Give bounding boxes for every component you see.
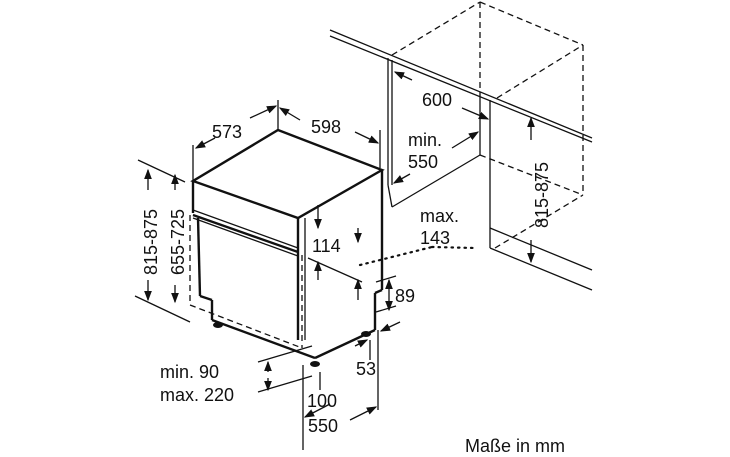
label-niche-depth-min: min.	[408, 130, 442, 150]
kitchen-niche	[329, 1, 593, 291]
units-caption: Maße in mm	[465, 436, 565, 456]
label-panel-height: 114	[312, 236, 341, 256]
label-plinth-depth: 100	[307, 391, 337, 411]
label-foot-offset: 53	[356, 359, 376, 379]
label-depth: 573	[212, 122, 242, 142]
label-total-height: 815-875	[141, 209, 161, 275]
label-overhang-value: 143	[420, 228, 450, 248]
label-plinth-min: min. 90	[160, 362, 219, 382]
label-width: 598	[311, 117, 341, 137]
dishwasher-body	[189, 128, 385, 367]
label-plinth-height: 89	[395, 286, 415, 306]
label-overhang-max: max.	[420, 206, 459, 226]
label-niche-width: 600	[422, 90, 452, 110]
label-plinth-max: max. 220	[160, 385, 234, 405]
dimension-lines	[134, 71, 535, 450]
label-niche-depth-value: 550	[408, 152, 438, 172]
label-body-height: 655-725	[168, 209, 188, 275]
label-niche-height: 815-875	[532, 162, 552, 228]
label-depth-bottom: 550	[308, 416, 338, 436]
